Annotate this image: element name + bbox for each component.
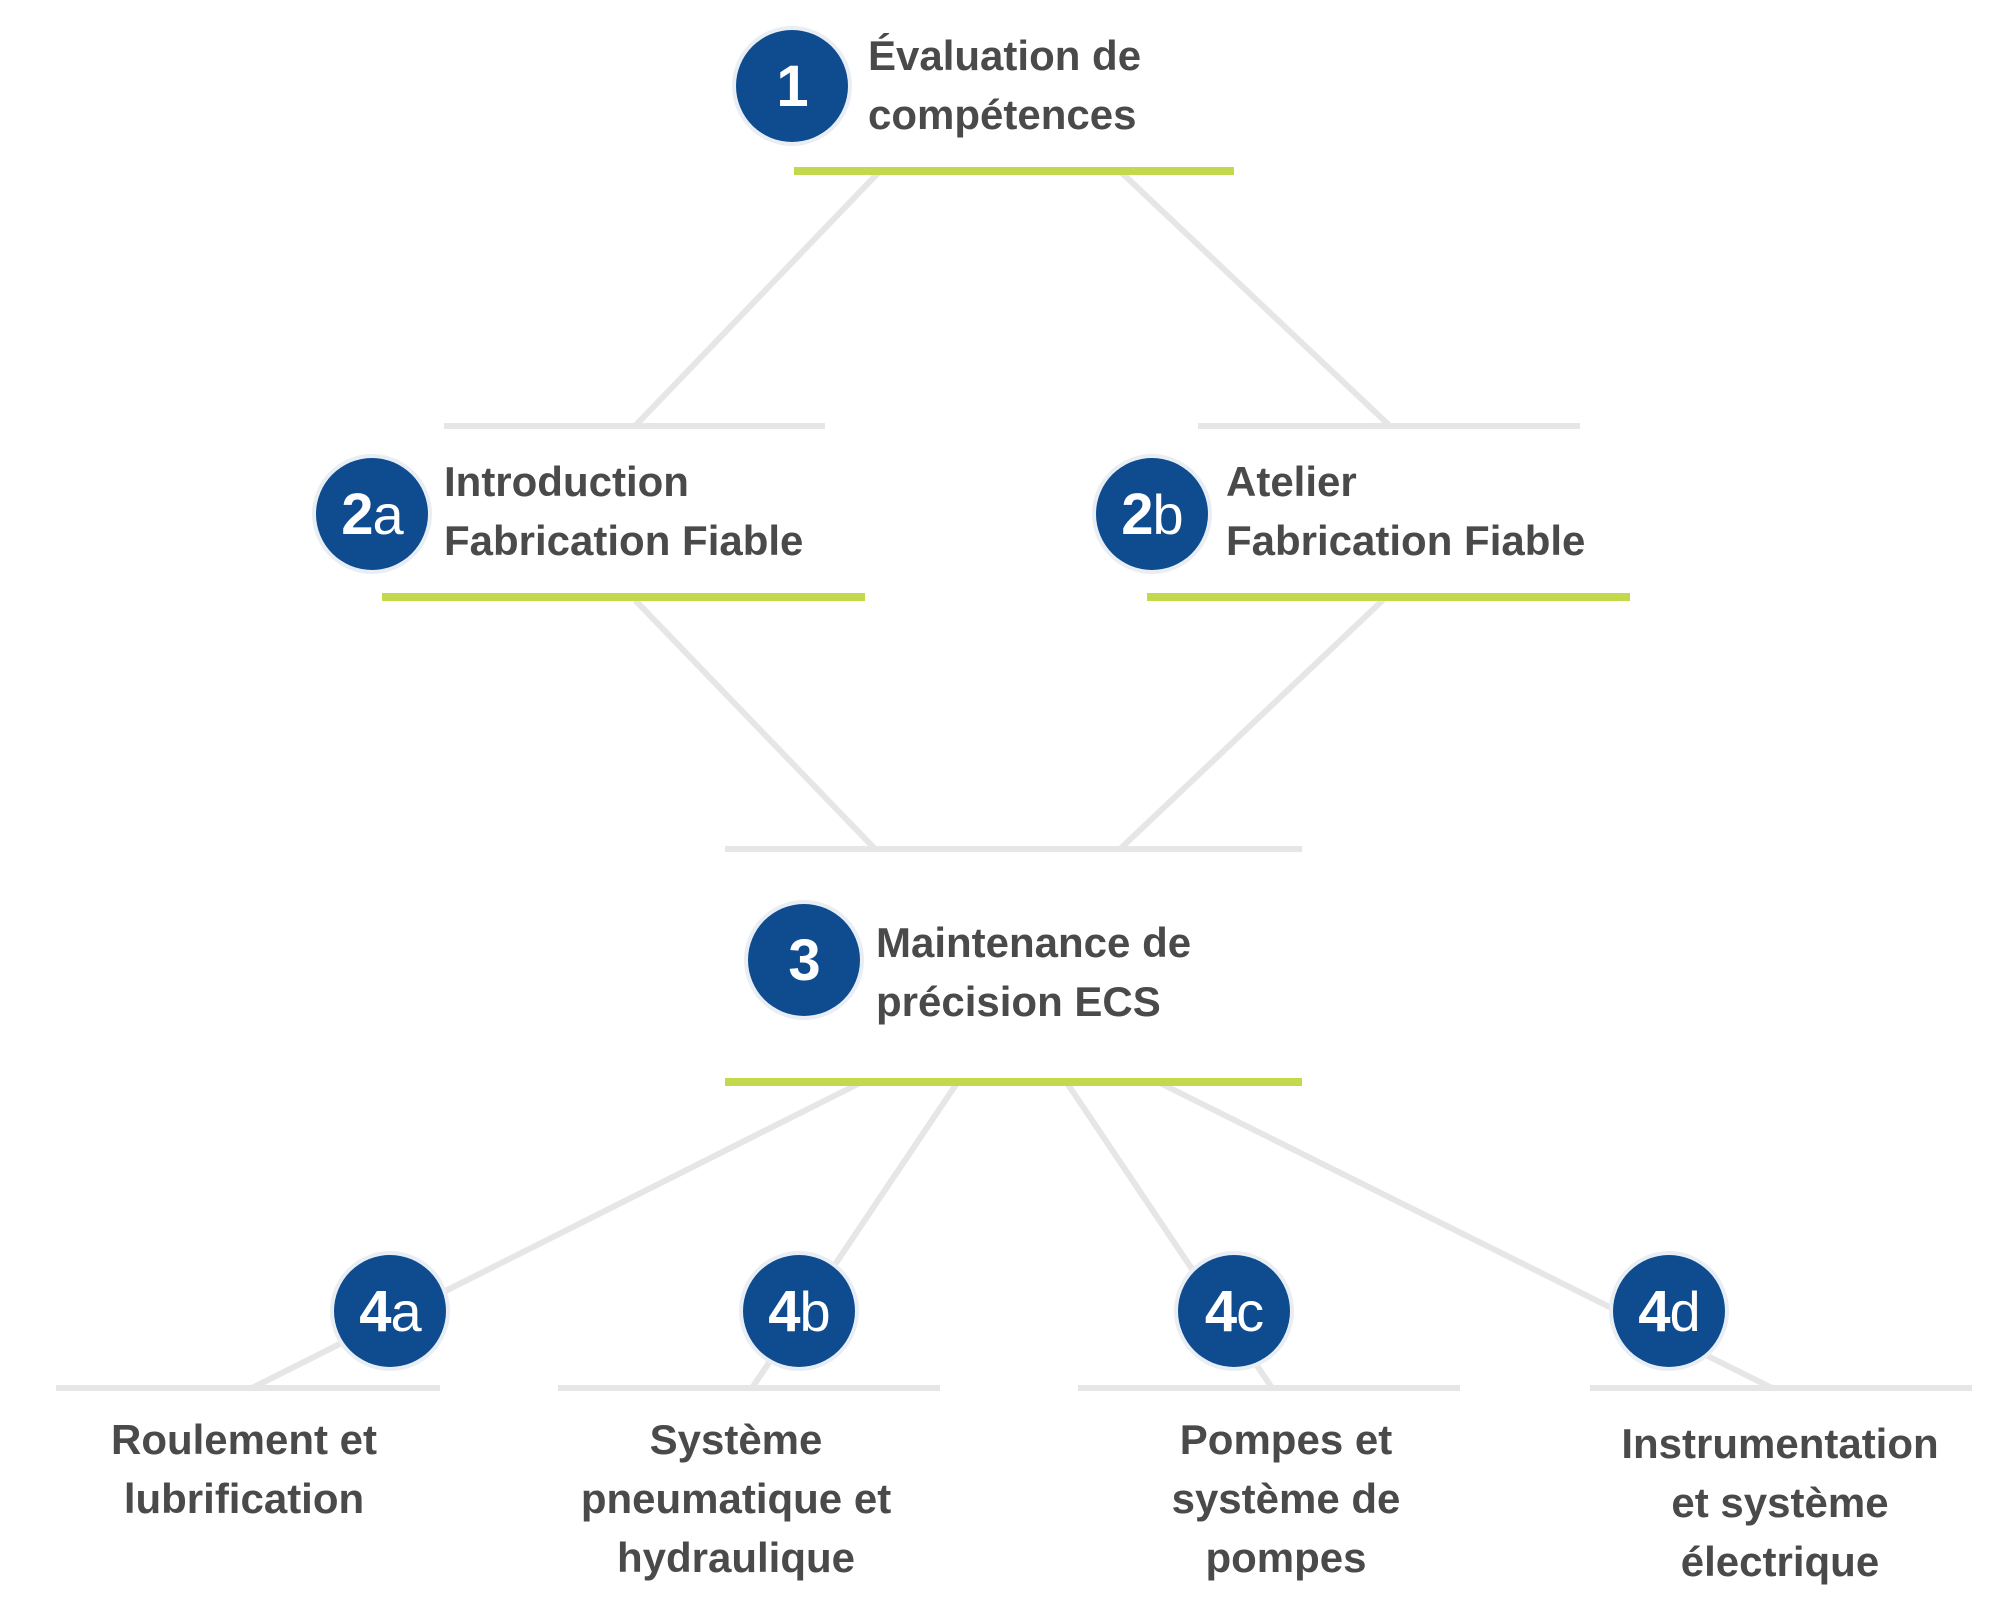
step-4b-label-line-2: pneumatique et [580,1475,892,1522]
step-4c-label-line-2: système de [1171,1475,1401,1522]
step-4d-label-line-1: Instrumentation [1621,1420,1939,1467]
step-2b-label: Atelier Fabrication Fiable [1226,452,1585,570]
step-3-label-line-2: précision ECS [876,978,1161,1025]
step-4a-suffix: a [390,1279,422,1343]
connector-1-2a [632,170,881,429]
step-4d-label: Instrumentation et système électrique [1580,1414,1980,1591]
step-2b-label-line-1: Atelier [1226,458,1357,505]
step-1-badge: 1 [736,30,848,142]
step-2a-suffix: a [372,482,404,546]
step-4c-suffix: c [1236,1279,1264,1343]
step-3-number: 3 [788,927,820,993]
step-4a-number: 4 [359,1278,391,1344]
step-4c-label: Pompes et système de pompes [1086,1410,1486,1587]
step-4d-label-line-3: électrique [1680,1538,1880,1585]
step-3-badge: 3 [748,904,860,1016]
step-2a-label-line-2: Fabrication Fiable [444,517,804,564]
step-4a-label: Roulement et lubrification [44,1410,444,1528]
step-1-label-line-2: compétences [868,91,1137,138]
step-4c-label-line-3: pompes [1205,1534,1367,1581]
step-4d-suffix: d [1669,1279,1701,1343]
step-4c-label-line-1: Pompes et [1179,1416,1393,1463]
step-1-label-line-1: Évaluation de [868,32,1142,79]
step-2b-label-line-2: Fabrication Fiable [1226,517,1586,564]
step-2a-label: Introduction Fabrication Fiable [444,452,803,570]
step-4d-label-line-2: et système [1671,1479,1889,1526]
step-4c-number: 4 [1204,1278,1237,1344]
step-2b-number: 2 [1121,481,1153,547]
step-4b-label-line-1: Système [649,1416,823,1463]
step-4b-label-line-3: hydraulique [616,1534,856,1581]
step-4d-number: 4 [1638,1278,1670,1344]
step-4b-suffix: b [799,1279,831,1343]
step-4b-label: Système pneumatique et hydraulique [536,1410,936,1587]
connector-2b-3 [1117,597,1386,852]
connector-1-2b [1119,170,1393,429]
step-1-number: 1 [776,53,808,119]
step-4a-label-line-2: lubrification [123,1475,365,1522]
step-2b-suffix: b [1152,482,1184,546]
step-2a-number: 2 [341,481,373,547]
step-4a-label-line-1: Roulement et [110,1416,378,1463]
connector-2a-3 [632,597,878,852]
step-3-label-line-1: Maintenance de [876,919,1192,966]
step-1-label: Évaluation de compétences [868,26,1141,144]
step-2a-label-line-1: Introduction [444,458,689,505]
step-4b-number: 4 [768,1278,800,1344]
step-3-label: Maintenance de précision ECS [876,913,1191,1031]
